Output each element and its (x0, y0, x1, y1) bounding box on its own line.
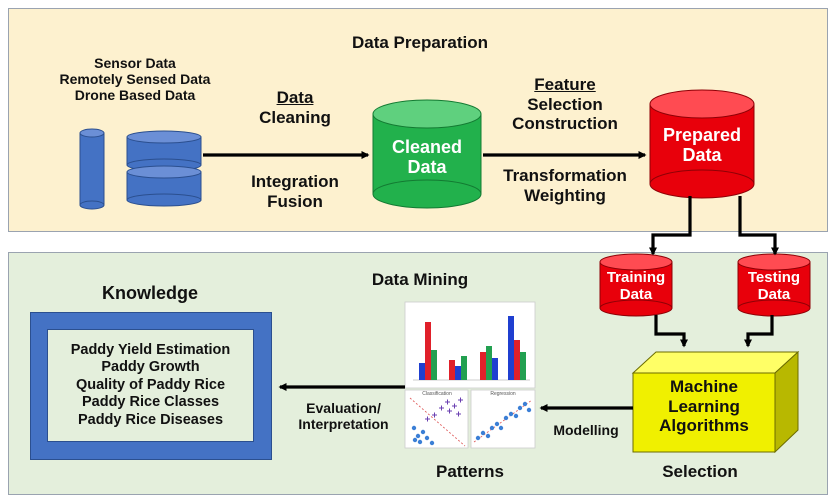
source-label-remote: Remotely Sensed Data (59, 71, 211, 88)
prepared-data-label: Prepared Data (650, 125, 754, 166)
testing-data-label: Testing Data (738, 269, 810, 303)
ml-line1: Machine (669, 377, 739, 396)
evaluation-line2: Interpretation (298, 416, 389, 433)
weighting-text: Weighting (524, 185, 606, 205)
selection-text: Selection (527, 94, 603, 114)
training-data-line1: Training (606, 269, 666, 286)
prepared-data-line1: Prepared (662, 125, 742, 145)
thumb-regression-label: Regression (490, 391, 516, 397)
source-cylinder-bottom (126, 165, 202, 207)
testing-data-line1: Testing (747, 269, 801, 286)
training-data-line2: Data (619, 285, 653, 303)
machine-learning-box (631, 350, 800, 454)
ml-line2: Learning (668, 396, 740, 416)
testing-data-cylinder (737, 253, 811, 317)
training-data-cylinder (599, 253, 673, 317)
cleaning-title-2: Cleaning (259, 107, 331, 127)
knowledge-title: Knowledge (101, 283, 198, 303)
cleaned-data-line1: Cleaned (391, 137, 463, 157)
patterns-label: Patterns (435, 462, 505, 481)
cleaning-label: Data Cleaning (240, 88, 350, 127)
thumb-classification-label: Classification (422, 391, 452, 397)
training-data-label: Training Data (600, 269, 672, 303)
fusion-text: Fusion (267, 191, 323, 211)
knowledge-item: Paddy Rice Diseases (77, 411, 224, 428)
testing-data-line2: Data (757, 285, 791, 303)
patterns-image (404, 301, 536, 449)
knowledge-item: Paddy Yield Estimation (70, 342, 231, 359)
cleaned-data-line2: Data (407, 156, 447, 177)
knowledge-box: Paddy Yield Estimation Paddy Growth Qual… (30, 312, 272, 460)
ml-line3: Algorithms (659, 416, 749, 436)
transformation-label: Transformation Weighting (482, 166, 648, 205)
prepared-data-cylinder (649, 89, 755, 199)
cleaning-title: Data (276, 88, 314, 107)
integration-label: Integration Fusion (220, 172, 370, 211)
flow-arrows (203, 151, 779, 412)
transformation-text: Transformation (503, 166, 627, 185)
source-label-sensor: Sensor Data (94, 55, 176, 71)
source-cylinder-top (126, 130, 202, 172)
selection-label: Selection (662, 462, 738, 481)
data-preparation-title: Data Preparation (351, 33, 489, 52)
source-cylinder-tall (79, 128, 105, 210)
cleaned-data-label: Cleaned Data (373, 137, 481, 178)
source-labels: Sensor Data Remotely Sensed Data Drone B… (30, 55, 240, 103)
feature-label: Feature Selection Construction (490, 75, 640, 134)
source-label-drone: Drone Based Data (74, 87, 196, 104)
knowledge-item: Paddy Rice Classes (81, 394, 220, 411)
modelling-label: Modelling (553, 422, 619, 438)
integration-text: Integration (251, 172, 339, 191)
evaluation-label: Evaluation/ Interpretation (286, 400, 401, 432)
knowledge-item: Paddy Growth (101, 359, 200, 376)
feature-title: Feature (534, 75, 596, 94)
knowledge-item: Quality of Paddy Rice (75, 376, 226, 393)
construction-text: Construction (512, 114, 618, 134)
cleaned-data-cylinder (372, 99, 482, 209)
prepared-data-line2: Data (682, 144, 722, 165)
machine-learning-label: Machine Learning Algorithms (633, 377, 775, 436)
evaluation-line1: Evaluation/ (306, 400, 381, 416)
data-mining-title: Data Mining (371, 270, 469, 289)
knowledge-list: Paddy Yield Estimation Paddy Growth Qual… (47, 329, 254, 442)
